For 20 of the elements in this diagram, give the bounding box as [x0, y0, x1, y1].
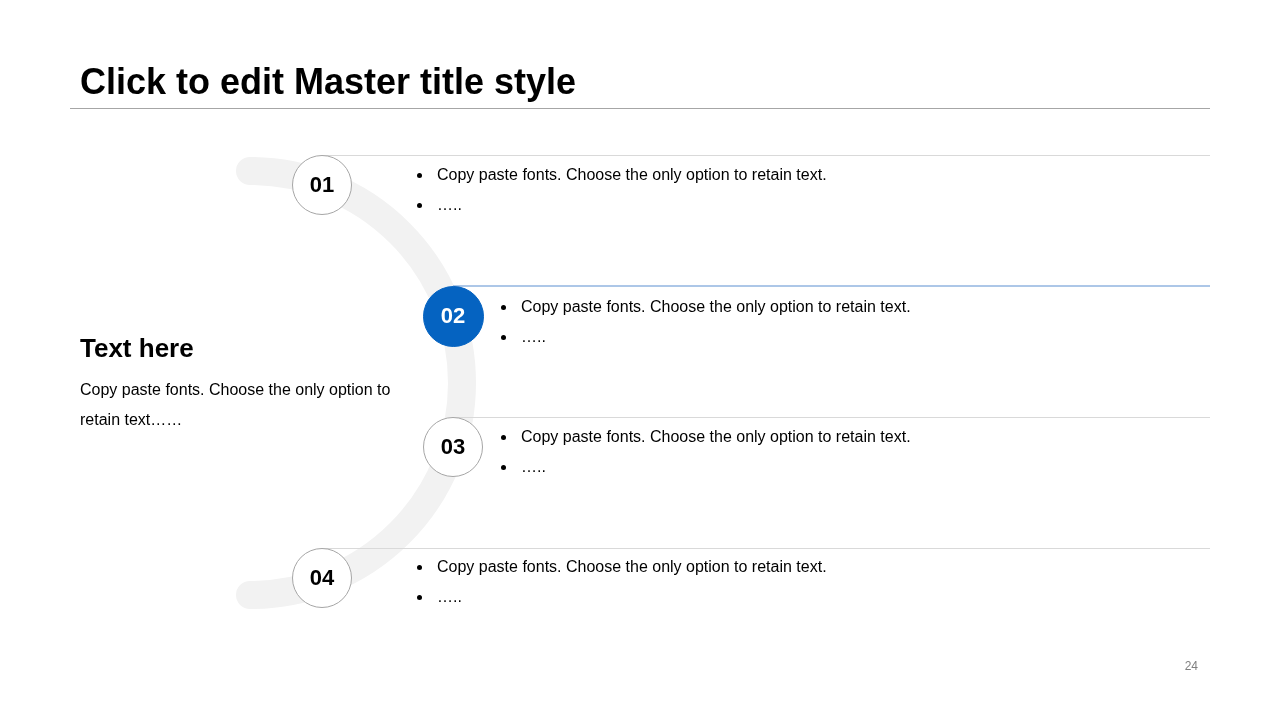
step-circle: [423, 417, 483, 477]
step-number: 01: [309, 172, 335, 198]
page-number: 24: [1184, 658, 1198, 674]
step-circle: [292, 548, 352, 608]
body-text: Copy paste fonts. Choose the only option to retain text……: [80, 380, 392, 430]
bullet-text: …..: [521, 457, 546, 477]
slide-title: Click to edit Master title style: [80, 60, 577, 104]
step-number: 02: [440, 303, 466, 329]
step-circle: [292, 155, 352, 215]
step-circle: [422, 285, 484, 347]
bullet-text: …..: [437, 195, 462, 215]
bullet-text: …..: [521, 327, 546, 347]
bullet-text: …..: [437, 587, 462, 607]
bullet-text: Copy paste fonts. Choose the only option to retain text.: [521, 297, 911, 317]
bullet-text: Copy paste fonts. Choose the only option to retain text.: [521, 427, 911, 447]
bullet-text: Copy paste fonts. Choose the only option to retain text.: [437, 165, 827, 185]
step-number: 03: [440, 434, 466, 460]
step-number: 04: [309, 565, 335, 591]
section-heading: Text here: [80, 333, 194, 363]
bullet-text: Copy paste fonts. Choose the only option to retain text.: [437, 557, 827, 577]
